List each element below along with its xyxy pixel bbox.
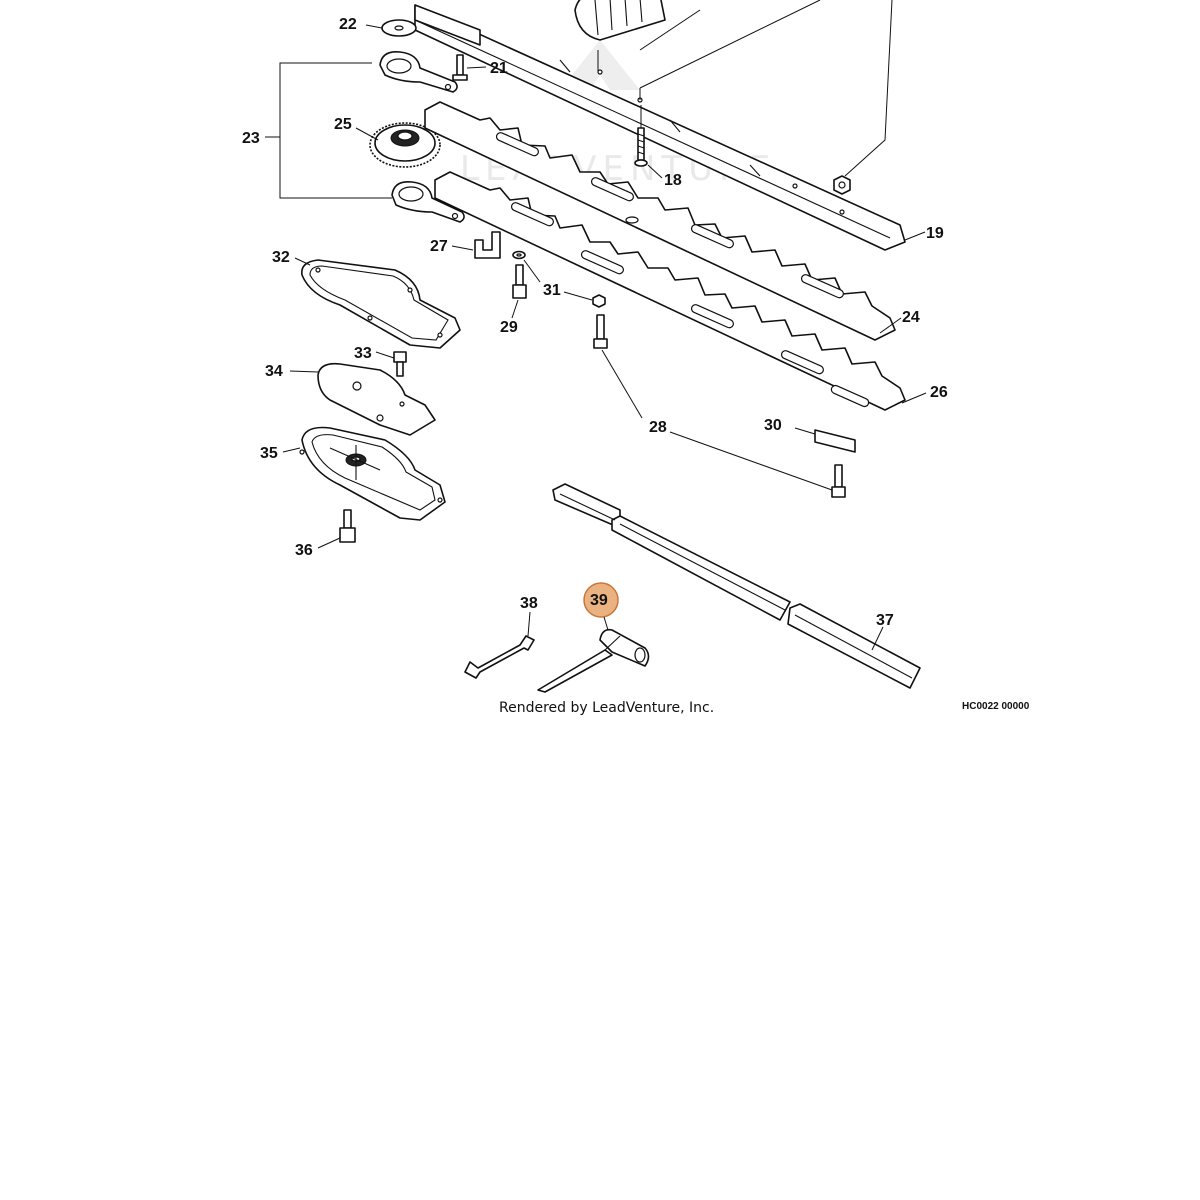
wrench-38-part[interactable] xyxy=(464,635,535,679)
gasket-34-part[interactable] xyxy=(317,362,436,436)
gear-25-part[interactable] xyxy=(369,122,441,168)
callout-30[interactable]: 30 xyxy=(764,417,782,434)
callout-27[interactable]: 27 xyxy=(430,238,448,255)
callout-24[interactable]: 24 xyxy=(902,309,920,326)
plug-wrench-39-part[interactable] xyxy=(537,628,650,693)
callout-26[interactable]: 26 xyxy=(930,384,948,401)
bolt-28-upper-part[interactable] xyxy=(593,314,608,349)
callout-35[interactable]: 35 xyxy=(260,445,278,462)
highlight-circle xyxy=(583,582,619,618)
bolt-36-part[interactable] xyxy=(339,509,356,543)
drawing-code: HC0022 00000 xyxy=(962,701,1030,712)
callout-37[interactable]: 37 xyxy=(876,612,894,629)
crank-plate-lower-part[interactable] xyxy=(391,180,465,223)
callout-36[interactable]: 36 xyxy=(295,542,313,559)
cutter-blade-24-part[interactable] xyxy=(424,101,896,341)
washer-31-part[interactable] xyxy=(592,294,606,308)
bolt-28-lower-part[interactable] xyxy=(831,464,846,498)
washer-22-part[interactable] xyxy=(381,19,417,37)
callout-23[interactable]: 23 xyxy=(242,130,260,147)
cutter-blade-26-part[interactable] xyxy=(434,171,906,411)
clip-27-part[interactable] xyxy=(474,231,501,259)
gasket-32-part[interactable] xyxy=(301,259,461,349)
blade-cover-37-part[interactable] xyxy=(552,483,921,689)
callout-22[interactable]: 22 xyxy=(339,16,357,33)
gear-cover-35-part[interactable] xyxy=(299,426,446,521)
callout-32[interactable]: 32 xyxy=(272,249,290,266)
spacer-plate-part[interactable] xyxy=(414,4,481,46)
callout-31[interactable]: 31 xyxy=(543,282,561,299)
plate-30-part[interactable] xyxy=(814,429,856,453)
leader-lines xyxy=(282,24,927,651)
render-caption: Rendered by LeadVenture, Inc. xyxy=(499,700,714,716)
callout-18[interactable]: 18 xyxy=(664,172,682,189)
nut-part[interactable] xyxy=(833,175,851,195)
callout-19[interactable]: 19 xyxy=(926,225,944,242)
callout-21[interactable]: 21 xyxy=(490,60,508,77)
callout-33[interactable]: 33 xyxy=(354,345,372,362)
bolt-21-part[interactable] xyxy=(452,54,468,81)
callout-25[interactable]: 25 xyxy=(334,116,352,133)
bolt-18-part[interactable] xyxy=(634,127,648,167)
callout-39[interactable]: 39 xyxy=(590,592,608,609)
callout-labels: 22 21 23 25 18 19 27 32 31 29 24 33 34 2… xyxy=(242,16,948,629)
screw-33-part[interactable] xyxy=(393,351,407,377)
callout-28[interactable]: 28 xyxy=(649,419,667,436)
handle-grip-part[interactable] xyxy=(574,0,666,41)
washer-29-part[interactable] xyxy=(512,250,526,260)
callout-29[interactable]: 29 xyxy=(500,319,518,336)
bolt-29-part[interactable] xyxy=(512,264,527,299)
crank-plate-upper-part[interactable] xyxy=(379,50,458,93)
callout-38[interactable]: 38 xyxy=(520,595,538,612)
callout-34[interactable]: 34 xyxy=(265,363,283,380)
